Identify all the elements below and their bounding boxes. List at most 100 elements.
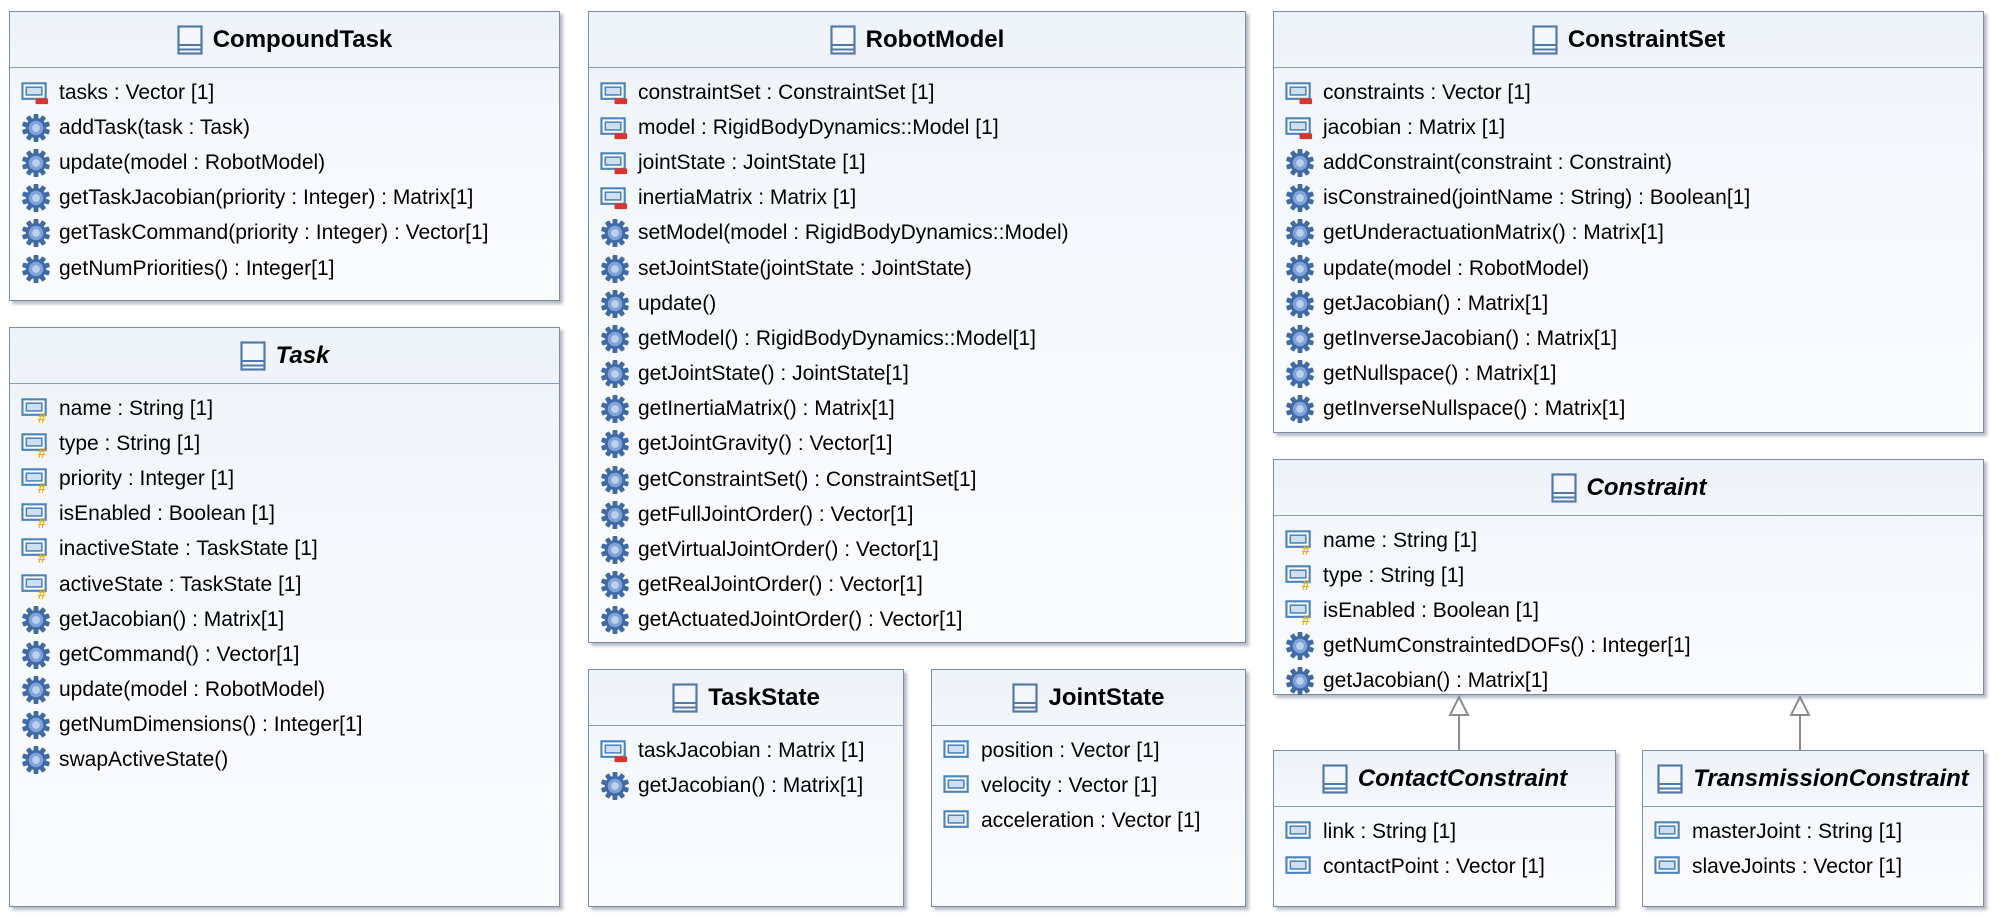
operation-row[interactable]: update(model : RobotModel) bbox=[10, 145, 559, 180]
operation-icon bbox=[21, 148, 59, 178]
class-name: RobotModel bbox=[865, 25, 1005, 53]
class-box-constraint[interactable]: Constraint #name : String [1]#type : Stri… bbox=[1273, 459, 1984, 696]
private-attribute-icon bbox=[600, 148, 638, 178]
operation-row[interactable]: getActuatedJointOrder() : Vector[1] bbox=[589, 603, 1245, 638]
operation-row[interactable]: getTaskJacobian(priority : Integer) : Ma… bbox=[10, 181, 559, 216]
member-list: #name : String [1]#type : String [1]#isE… bbox=[1274, 516, 1983, 699]
protected-attribute-icon: # bbox=[21, 429, 59, 459]
operation-row[interactable]: getNullspace() : Matrix[1] bbox=[1274, 357, 1983, 392]
member-text: getActuatedJointOrder() : Vector[1] bbox=[638, 608, 963, 632]
attribute-row[interactable]: constraintSet : ConstraintSet [1] bbox=[589, 75, 1245, 110]
operation-row[interactable]: addConstraint(constraint : Constraint) bbox=[1274, 145, 1983, 180]
class-box-robotmodel[interactable]: RobotModel constraintSet : ConstraintSet … bbox=[588, 11, 1246, 643]
operation-row[interactable]: getJacobian() : Matrix[1] bbox=[589, 768, 903, 803]
operation-row[interactable]: getJacobian() : Matrix[1] bbox=[1274, 664, 1983, 699]
operation-row[interactable]: getInertiaMatrix() : Matrix[1] bbox=[589, 392, 1245, 427]
class-icon bbox=[1012, 682, 1048, 713]
member-text: getVirtualJointOrder() : Vector[1] bbox=[638, 538, 939, 562]
operation-row[interactable]: swapActiveState() bbox=[10, 743, 559, 778]
operation-row[interactable]: getModel() : RigidBodyDynamics::Model[1] bbox=[589, 321, 1245, 356]
member-text: getInverseJacobian() : Matrix[1] bbox=[1323, 326, 1618, 350]
attribute-row[interactable]: slaveJoints : Vector [1] bbox=[1643, 849, 1983, 884]
operation-row[interactable]: setModel(model : RigidBodyDynamics::Mode… bbox=[589, 216, 1245, 251]
class-box-task[interactable]: Task#name : String [1]#type : String [1]… bbox=[9, 327, 560, 907]
operation-row[interactable]: getNumConstraintedDOFs() : Integer[1] bbox=[1274, 629, 1983, 664]
member-text: getTaskJacobian(priority : Integer) : Ma… bbox=[59, 186, 474, 210]
member-text: getInverseNullspace() : Matrix[1] bbox=[1323, 397, 1626, 421]
class-icon bbox=[672, 682, 708, 713]
class-name: CompoundTask bbox=[212, 25, 393, 53]
member-text: type : String [1] bbox=[1323, 563, 1465, 587]
operation-row[interactable]: getCommand() : Vector[1] bbox=[10, 637, 559, 672]
attribute-row[interactable]: model : RigidBodyDynamics::Model [1] bbox=[589, 110, 1245, 145]
operation-row[interactable]: update(model : RobotModel) bbox=[10, 673, 559, 708]
operation-row[interactable]: getTaskCommand(priority : Integer) : Vec… bbox=[10, 216, 559, 251]
operation-row[interactable]: getRealJointOrder() : Vector[1] bbox=[589, 568, 1245, 603]
operation-row[interactable]: getNumDimensions() : Integer[1] bbox=[10, 708, 559, 743]
class-box-compoundtask[interactable]: CompoundTask tasks : Vector [1]addTask(ta… bbox=[9, 11, 560, 301]
operation-icon bbox=[21, 254, 59, 284]
operation-row[interactable]: update() bbox=[589, 286, 1245, 321]
operation-row[interactable]: getFullJointOrder() : Vector[1] bbox=[589, 497, 1245, 532]
class-icon bbox=[239, 340, 276, 371]
class-box-constraintset[interactable]: ConstraintSet constraints : Vector [1] jac… bbox=[1273, 11, 1984, 433]
operation-row[interactable]: isConstrained(jointName : String) : Bool… bbox=[1274, 181, 1983, 216]
operation-row[interactable]: update(model : RobotModel) bbox=[1274, 251, 1983, 286]
attribute-row[interactable]: #type : String [1] bbox=[1274, 558, 1983, 593]
operation-row[interactable]: getInverseJacobian() : Matrix[1] bbox=[1274, 321, 1983, 356]
private-attribute-icon bbox=[600, 78, 638, 108]
operation-row[interactable]: getJacobian() : Matrix[1] bbox=[10, 602, 559, 637]
attribute-row[interactable]: constraints : Vector [1] bbox=[1274, 75, 1983, 110]
attribute-row[interactable]: jointState : JointState [1] bbox=[589, 145, 1245, 180]
operation-row[interactable]: getNumPriorities() : Integer[1] bbox=[10, 251, 559, 286]
attribute-row[interactable]: #isEnabled : Boolean [1] bbox=[10, 497, 559, 532]
class-header: JointState bbox=[932, 670, 1245, 726]
public-attribute-icon bbox=[1654, 817, 1692, 847]
operation-row[interactable]: setJointState(jointState : JointState) bbox=[589, 251, 1245, 286]
class-name: Constraint bbox=[1586, 473, 1707, 501]
private-attribute-icon bbox=[21, 78, 59, 108]
operation-row[interactable]: getJointState() : JointState[1] bbox=[589, 357, 1245, 392]
member-text: name : String [1] bbox=[59, 396, 214, 420]
attribute-row[interactable]: #priority : Integer [1] bbox=[10, 461, 559, 496]
attribute-row[interactable]: masterJoint : String [1] bbox=[1643, 814, 1983, 849]
attribute-row[interactable]: taskJacobian : Matrix [1] bbox=[589, 733, 903, 768]
attribute-row[interactable]: #name : String [1] bbox=[10, 391, 559, 426]
operation-row[interactable]: getJointGravity() : Vector[1] bbox=[589, 427, 1245, 462]
attribute-row[interactable]: #type : String [1] bbox=[10, 426, 559, 461]
attribute-row[interactable]: #name : String [1] bbox=[1274, 523, 1983, 558]
attribute-row[interactable]: contactPoint : Vector [1] bbox=[1274, 849, 1615, 884]
attribute-row[interactable]: #activeState : TaskState [1] bbox=[10, 567, 559, 602]
member-list: constraints : Vector [1] jacobian : Matri… bbox=[1274, 68, 1983, 427]
member-text: jacobian : Matrix [1] bbox=[1323, 115, 1506, 139]
class-header: ConstraintSet bbox=[1274, 12, 1983, 68]
attribute-row[interactable]: link : String [1] bbox=[1274, 814, 1615, 849]
attribute-row[interactable]: acceleration : Vector [1] bbox=[932, 803, 1245, 838]
member-text: getNumConstraintedDOFs() : Integer[1] bbox=[1323, 634, 1691, 658]
attribute-row[interactable]: velocity : Vector [1] bbox=[932, 768, 1245, 803]
operation-row[interactable]: addTask(task : Task) bbox=[10, 110, 559, 145]
member-text: isEnabled : Boolean [1] bbox=[1323, 598, 1539, 622]
operation-row[interactable]: getConstraintSet() : ConstraintSet[1] bbox=[589, 462, 1245, 497]
attribute-row[interactable]: #isEnabled : Boolean [1] bbox=[1274, 593, 1983, 628]
operation-row[interactable]: getJacobian() : Matrix[1] bbox=[1274, 286, 1983, 321]
class-icon bbox=[1532, 24, 1568, 55]
member-text: getJointGravity() : Vector[1] bbox=[638, 432, 893, 456]
attribute-row[interactable]: #inactiveState : TaskState [1] bbox=[10, 532, 559, 567]
operation-row[interactable]: getVirtualJointOrder() : Vector[1] bbox=[589, 532, 1245, 567]
attribute-row[interactable]: position : Vector [1] bbox=[932, 733, 1245, 768]
attribute-row[interactable]: inertiaMatrix : Matrix [1] bbox=[589, 181, 1245, 216]
member-list: position : Vector [1]velocity : Vector [… bbox=[932, 726, 1245, 839]
operation-row[interactable]: getUnderactuationMatrix() : Matrix[1] bbox=[1274, 216, 1983, 251]
operation-row[interactable]: getInverseNullspace() : Matrix[1] bbox=[1274, 392, 1983, 427]
attribute-row[interactable]: tasks : Vector [1] bbox=[10, 75, 559, 110]
protected-attribute-icon: # bbox=[21, 570, 59, 600]
attribute-row[interactable]: jacobian : Matrix [1] bbox=[1274, 110, 1983, 145]
member-text: setJointState(jointState : JointState) bbox=[638, 256, 972, 280]
protected-attribute-icon: # bbox=[1285, 561, 1323, 591]
